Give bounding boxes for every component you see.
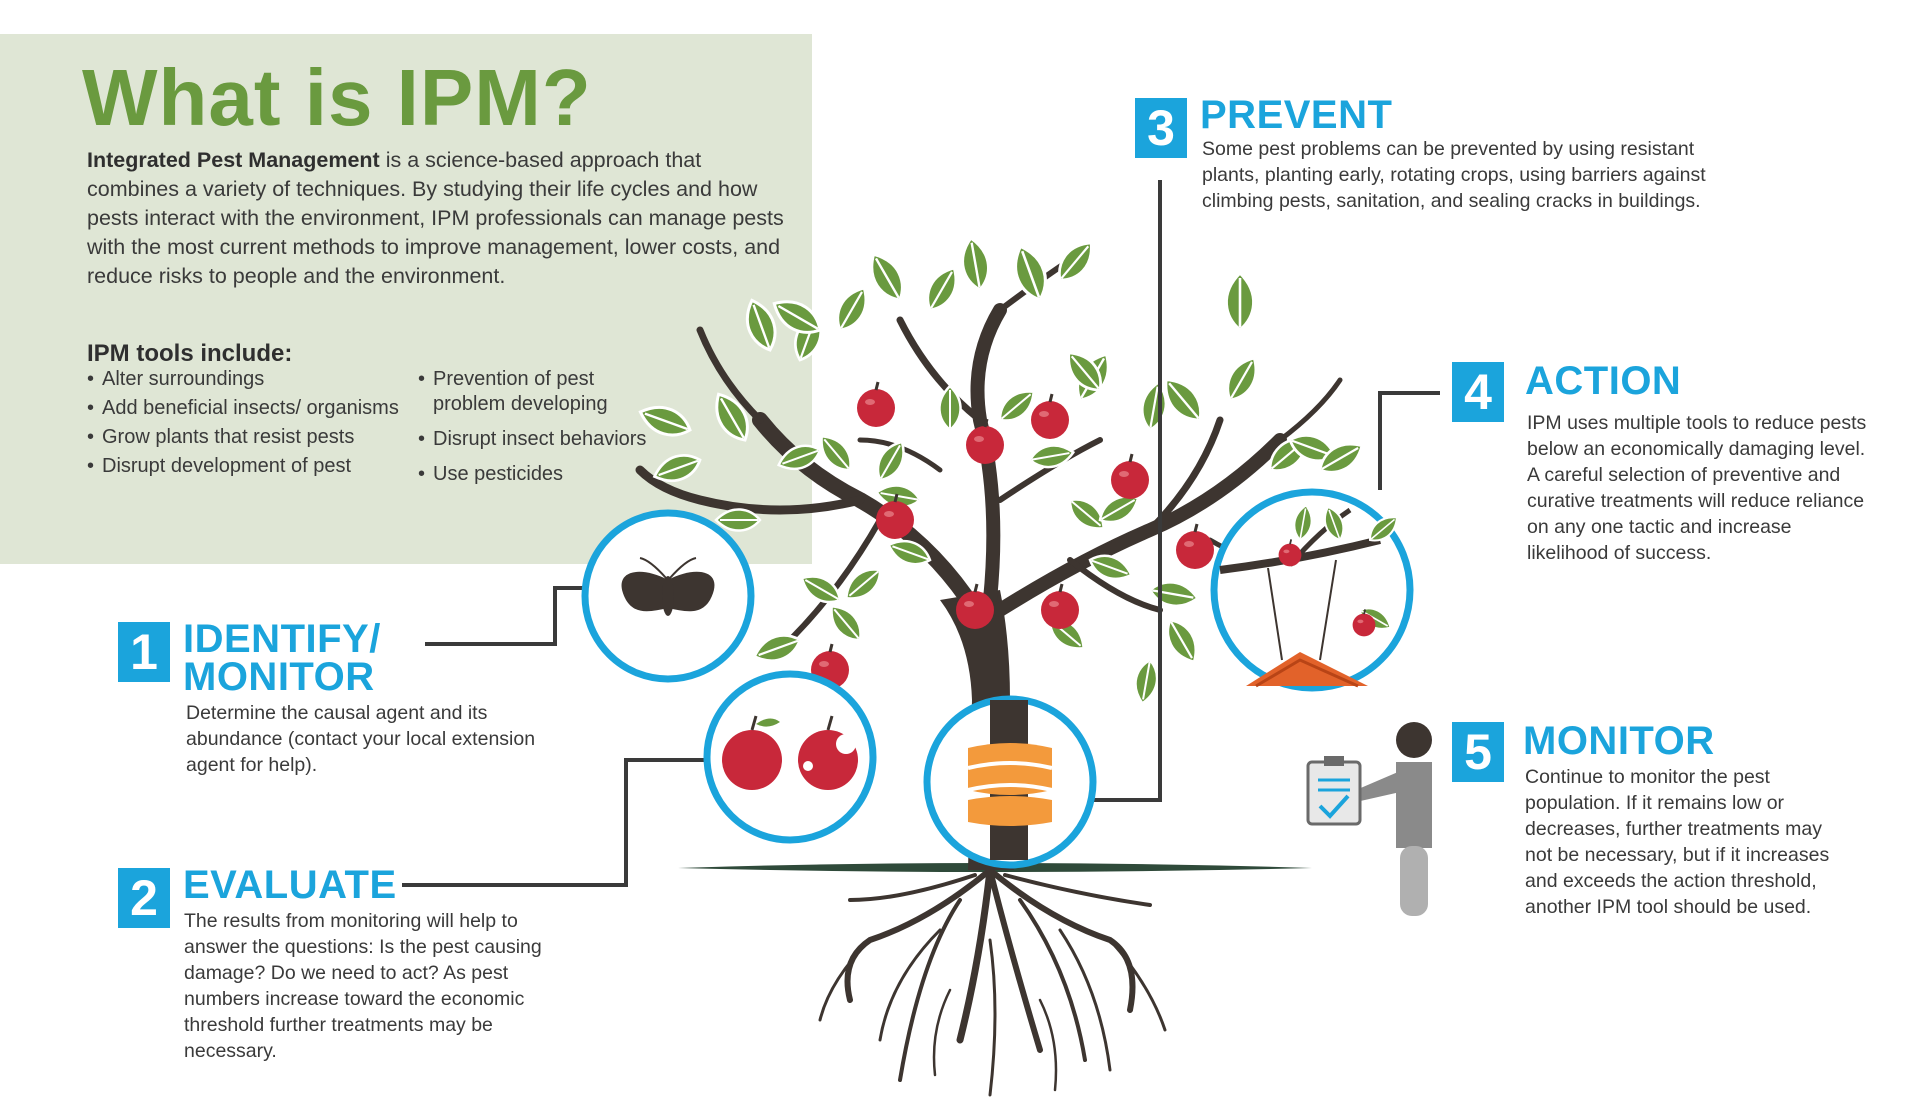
step-title-line: IDENTIFY/ bbox=[183, 617, 381, 661]
trunk-band-icon bbox=[923, 695, 1097, 869]
step-text-prevent: Some pest problems can be prevented by u… bbox=[1202, 138, 1706, 212]
step-number-5: 5 bbox=[1452, 722, 1504, 782]
tool-item: Use pesticides bbox=[418, 462, 668, 487]
tools-list-left: Alter surroundings Add beneficial insect… bbox=[87, 367, 417, 483]
intro-paragraph: Integrated Pest Management is a science-… bbox=[87, 146, 787, 291]
apples-icon bbox=[703, 670, 877, 844]
tool-item: Alter surroundings bbox=[87, 367, 417, 392]
tools-heading: IPM tools include: bbox=[87, 340, 293, 367]
connector-lines bbox=[402, 180, 1440, 887]
inspector-clipboard-icon bbox=[1306, 722, 1432, 916]
step-title-prevent: PREVENT bbox=[1200, 93, 1393, 137]
hanging-trap-icon bbox=[1210, 488, 1414, 692]
tool-item: Prevention of pest problem developing bbox=[418, 367, 668, 417]
step-text-evaluate: The results from monitoring will help to… bbox=[184, 910, 542, 1062]
moth-icon bbox=[581, 509, 755, 683]
tree-roots bbox=[818, 866, 1167, 1097]
step-number-3: 3 bbox=[1135, 98, 1187, 158]
step-title-action: ACTION bbox=[1525, 359, 1682, 403]
tool-item: Disrupt insect behaviors bbox=[418, 427, 668, 452]
intro-body: is a science-based approach that combine… bbox=[87, 148, 784, 288]
step-title-identify: IDENTIFY/MONITOR bbox=[183, 617, 381, 699]
page-title: What is IPM? bbox=[82, 53, 592, 142]
step-text-monitor: Continue to monitor the pest population.… bbox=[1525, 766, 1830, 918]
step-title-monitor: MONITOR bbox=[1523, 719, 1715, 763]
step-title-line: MONITOR bbox=[183, 655, 375, 699]
step-number-1: 1 bbox=[118, 622, 170, 682]
step-number-4: 4 bbox=[1452, 362, 1504, 422]
step-text-action: IPM uses multiple tools to reduce pests … bbox=[1527, 412, 1867, 564]
step-number-2: 2 bbox=[118, 868, 170, 928]
tools-list-right: Prevention of pest problem developing Di… bbox=[418, 367, 668, 497]
tool-item: Add beneficial insects/ organisms bbox=[87, 396, 417, 421]
tool-item: Grow plants that resist pests bbox=[87, 425, 417, 450]
tree-branches bbox=[635, 257, 1343, 643]
intro-lead: Integrated Pest Management bbox=[87, 148, 380, 172]
step-text-identify: Determine the causal agent and its abund… bbox=[186, 702, 536, 776]
step-title-evaluate: EVALUATE bbox=[183, 863, 397, 907]
tool-item: Disrupt development of pest bbox=[87, 454, 417, 479]
